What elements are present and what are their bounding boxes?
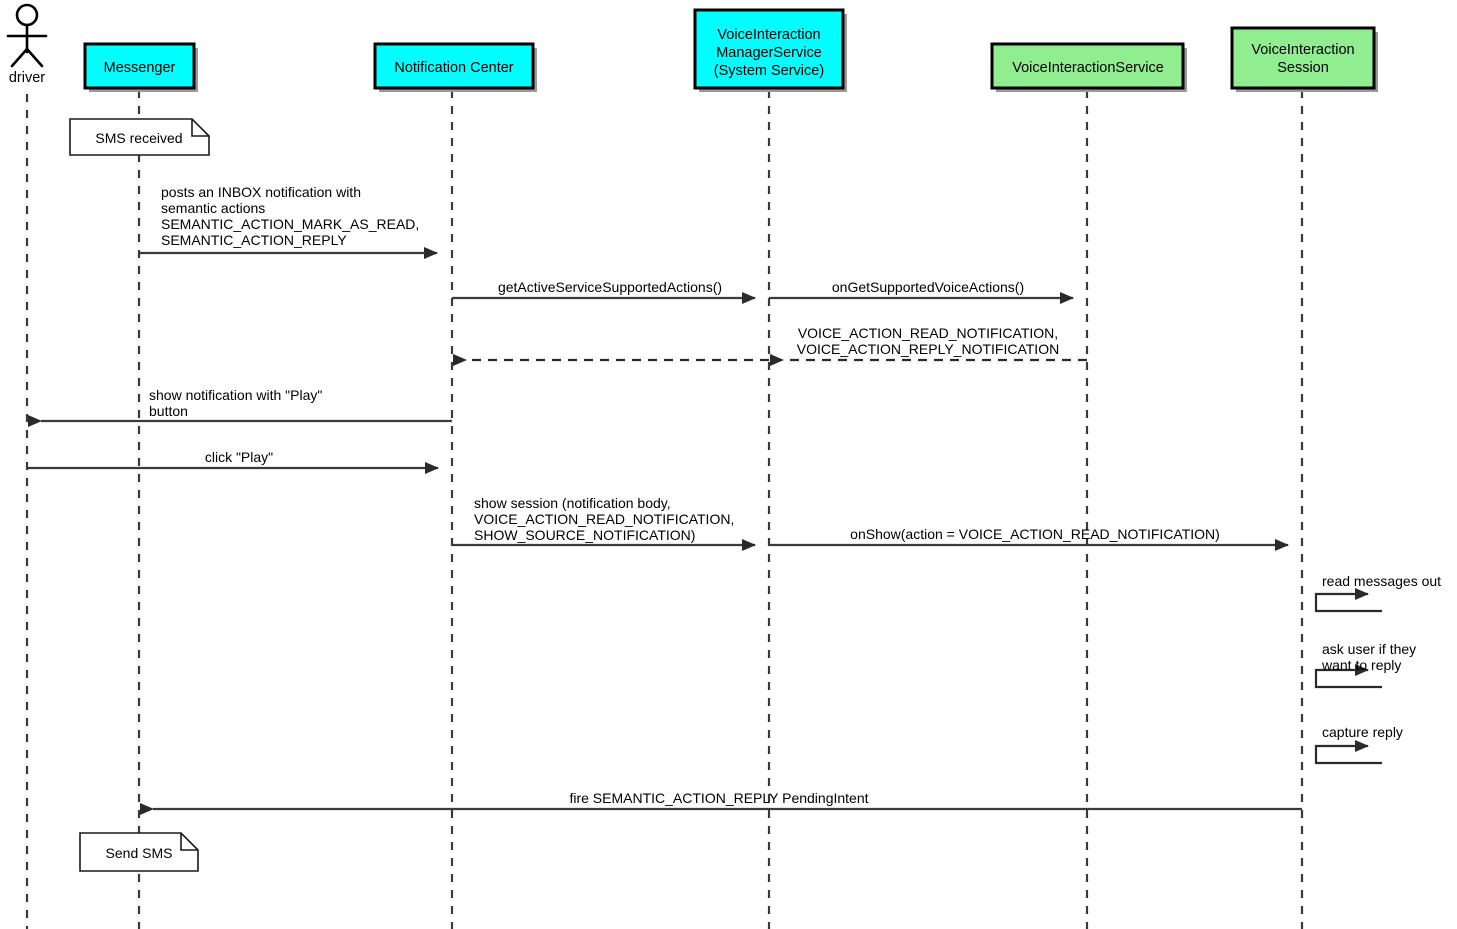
message-return-voice-actions[interactable]: VOICE_ACTION_READ_NOTIFICATION, VOICE_AC… [770, 325, 1087, 366]
actor-head-icon [15, 3, 39, 27]
message-fire-reply-pendingintent-label: fire SEMANTIC_ACTION_REPLY PendingIntent [569, 790, 868, 806]
message-on-get-supported-voice-actions-label: onGetSupportedVoiceActions() [832, 279, 1024, 295]
note-sms-received-fold-icon [191, 119, 209, 137]
participant-vis-box[interactable] [990, 42, 1185, 90]
self-message-capture-reply-line [1314, 740, 1382, 765]
self-message-ask-user-reply-line [1314, 664, 1382, 689]
participant-vims[interactable]: VoiceInteraction ManagerService (System … [693, 8, 847, 92]
participant-messenger-box[interactable] [83, 42, 196, 90]
message-get-active-service-supported-actions[interactable]: getActiveServiceSupportedActions() [452, 279, 756, 304]
message-show-session-label-line2: VOICE_ACTION_READ_NOTIFICATION, [474, 511, 734, 527]
actor-leg-right-icon [25, 47, 44, 68]
participant-vims-label-line3: (System Service) [714, 63, 824, 79]
message-show-notification-label-line2: button [149, 403, 188, 419]
participant-vims-label-line1: VoiceInteraction [717, 27, 820, 43]
self-message-capture-reply[interactable]: capture reply [1314, 724, 1403, 765]
message-show-notification[interactable]: show notification with "Play" button [28, 387, 452, 427]
participant-vsession-label-line1: VoiceInteraction [1251, 42, 1354, 58]
participant-vsession-box[interactable] [1230, 26, 1376, 90]
self-message-ask-user-reply-label-line1: ask user if they [1322, 641, 1416, 657]
message-show-session-label-line1: show session (notification body, [474, 495, 671, 511]
message-show-session[interactable]: show session (notification body, VOICE_A… [452, 495, 756, 551]
note-send-sms[interactable]: Send SMS [79, 832, 199, 872]
message-fire-reply-pendingintent[interactable]: fire SEMANTIC_ACTION_REPLY PendingIntent [140, 790, 1302, 815]
lifelines-group [25, 90, 1304, 929]
actor-driver-label: driver [9, 70, 45, 86]
message-return-voice-actions-label-line1: VOICE_ACTION_READ_NOTIFICATION, [798, 325, 1058, 341]
message-post-notification-label-line2: semantic actions [161, 200, 265, 216]
note-sms-received-shape [69, 118, 210, 156]
participant-notifcenter[interactable]: Notification Center [373, 42, 537, 92]
message-on-get-supported-voice-actions[interactable]: onGetSupportedVoiceActions() [769, 279, 1074, 304]
message-get-active-service-supported-actions-label: getActiveServiceSupportedActions() [498, 279, 722, 295]
message-post-notification[interactable]: posts an INBOX notification with semanti… [139, 184, 438, 259]
self-message-read-messages-out-label: read messages out [1322, 573, 1441, 589]
note-send-sms-shape [79, 832, 199, 872]
message-click-play[interactable]: click "Play" [27, 449, 439, 474]
participant-notifcenter-label: Notification Center [394, 60, 513, 76]
note-send-sms-fold-icon [180, 833, 198, 851]
message-show-session-label-line3: SHOW_SOURCE_NOTIFICATION) [474, 527, 695, 543]
participant-vims-label-line2: ManagerService [716, 45, 822, 61]
actor-driver[interactable]: driver [6, 3, 48, 86]
message-show-notification-label-line1: show notification with "Play" [149, 387, 322, 403]
participant-messenger[interactable]: Messenger [83, 42, 198, 92]
participant-vims-box[interactable] [693, 8, 845, 90]
participant-vsession-label-line2: Session [1277, 60, 1329, 76]
self-message-read-messages-out-line [1314, 588, 1382, 613]
self-message-read-messages-out[interactable]: read messages out [1314, 573, 1441, 613]
message-post-notification-label-line4: SEMANTIC_ACTION_REPLY [161, 232, 347, 248]
message-on-show[interactable]: onShow(action = VOICE_ACTION_READ_NOTIFI… [769, 526, 1289, 551]
self-message-ask-user-reply[interactable]: ask user if they want to reply [1314, 641, 1416, 689]
self-message-ask-user-reply-label-line2: want to reply [1321, 657, 1401, 673]
participant-messenger-label: Messenger [104, 60, 176, 76]
self-message-capture-reply-label: capture reply [1322, 724, 1403, 740]
participant-vis[interactable]: VoiceInteractionService [990, 42, 1187, 92]
actor-leg-left-icon [10, 47, 29, 68]
participant-notifcenter-box[interactable] [373, 42, 535, 90]
message-return-voice-actions-label-line2: VOICE_ACTION_REPLY_NOTIFICATION [797, 341, 1059, 357]
note-send-sms-label: Send SMS [106, 845, 173, 861]
participant-vis-label: VoiceInteractionService [1012, 60, 1164, 76]
note-sms-received-label: SMS received [95, 130, 182, 146]
participant-vsession[interactable]: VoiceInteraction Session [1230, 26, 1378, 92]
message-on-show-label: onShow(action = VOICE_ACTION_READ_NOTIFI… [850, 526, 1220, 542]
message-click-play-label: click "Play" [205, 449, 273, 465]
message-post-notification-label-line1: posts an INBOX notification with [161, 184, 361, 200]
note-sms-received[interactable]: SMS received [69, 118, 210, 156]
message-post-notification-label-line3: SEMANTIC_ACTION_MARK_AS_READ, [161, 216, 419, 232]
